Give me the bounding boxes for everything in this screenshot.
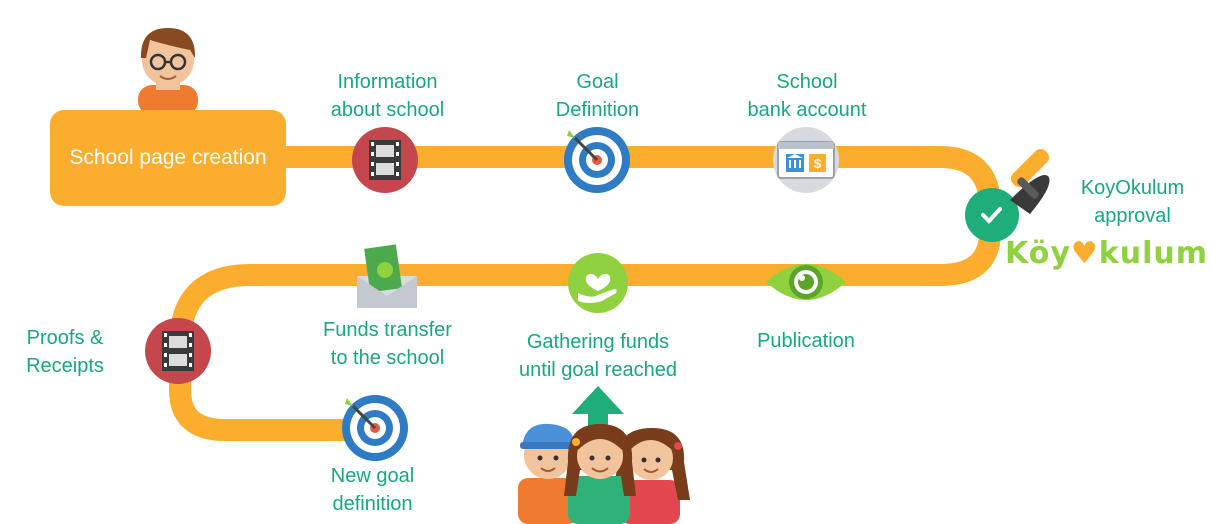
logo-text-start: Köy	[1005, 236, 1071, 271]
step-label-publication: Publication	[757, 330, 855, 352]
step-label-goal-definition: Goal Definition	[555, 71, 640, 121]
film-icon	[145, 318, 211, 384]
person-avatar-icon	[138, 28, 198, 115]
start-box-label: School page creation	[69, 146, 267, 169]
film-icon	[352, 127, 418, 193]
step-label-approval: KoyOkulum approval	[1080, 177, 1185, 227]
logo-heart-icon: ♥	[1070, 236, 1099, 271]
stamp-icon	[1010, 148, 1050, 214]
process-path	[169, 146, 1001, 441]
step-label-proofs-receipts: Proofs & Receipts	[26, 327, 104, 377]
children-group-icon	[518, 423, 690, 524]
target-icon	[342, 395, 408, 461]
heart-hand-icon	[568, 253, 628, 313]
eye-icon	[766, 264, 846, 300]
step-label-gathering-funds: Gathering funds until goal reached	[519, 331, 677, 381]
step-label-bank-account: School bank account	[747, 71, 867, 121]
approval-check-icon	[965, 188, 1019, 242]
logo-text-end: kulum	[1098, 236, 1209, 271]
step-label-new-goal: New goal definition	[330, 465, 415, 515]
target-icon	[564, 127, 630, 193]
step-label-funds-transfer: Funds transfer to the school	[323, 319, 452, 369]
step-label-information: Information about school	[330, 71, 445, 121]
start-box: School page creation	[50, 110, 286, 206]
svg-text:$: $	[814, 156, 822, 171]
koyokulum-logo: Köy♥kulum	[1005, 236, 1208, 271]
bank-browser-icon: $	[773, 127, 839, 193]
money-envelope-icon	[357, 244, 417, 308]
